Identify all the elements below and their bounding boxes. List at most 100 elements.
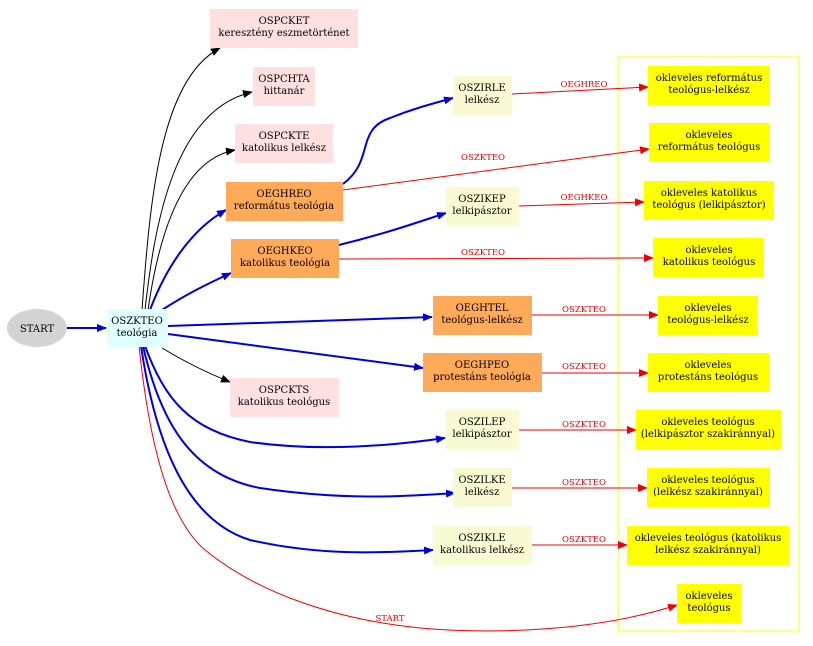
edge-label-oszikep-y3: OEGHKEO: [561, 193, 608, 203]
node-target-10-line1: okleveles: [685, 591, 732, 602]
edge-label-oeghreo-y2: OSZKTEO: [461, 153, 505, 163]
node-target-2-line1: okleveles: [685, 130, 732, 141]
node-start[interactable]: START: [7, 309, 67, 347]
node-target-5-line2: teológus-lelkész: [667, 315, 748, 326]
edge-oszkteo-ospchta: [144, 90, 253, 311]
node-target-7[interactable]: okleveles teológus(lelkipásztor szakirán…: [636, 410, 781, 449]
edge-oszirle-y1: [511, 83, 649, 95]
node-ospcket-title: keresztény eszmetörténet: [218, 28, 349, 39]
edge-label-oszilke-y8: OSZKTEO: [562, 478, 606, 488]
node-oszkteo-code: OSZKTEO: [111, 316, 163, 327]
edge-label-oeghpeo-y6: OSZKTEO: [562, 362, 606, 372]
node-target-6-line2: protestáns teológus: [658, 372, 758, 383]
node-oeghtel-title: teológus-lelkész: [441, 315, 522, 326]
node-oszilep-title: lelkipásztor: [452, 429, 511, 440]
node-oeghreo-title: református teológia: [234, 201, 334, 212]
node-oszikle-code: OSZIKLE: [458, 533, 505, 544]
edge-oeghreo-oszirle: [342, 96, 454, 185]
edge-start-y10: [138, 345, 678, 632]
node-ospckts-title: katolikus teológus: [238, 397, 330, 408]
node-target-2-line2: református teológus: [658, 142, 761, 153]
node-oszirle-code: OSZIRLE: [458, 83, 505, 94]
target-cluster: [617, 56, 800, 632]
node-target-8[interactable]: okleveles teológus(lelkész szakiránnyal): [647, 468, 770, 507]
edge-oszkteo-oeghreo: [149, 209, 227, 311]
edge-oszkteo-ospckte: [147, 147, 236, 311]
node-target-8-line2: (lelkész szakiránnyal): [653, 487, 763, 498]
node-ospchta-code: OSPCHTA: [258, 74, 310, 85]
edge-oszkteo-oeghkeo: [161, 272, 232, 311]
node-target-10-line2: teológus: [687, 603, 730, 614]
node-oszilke-code: OSZILKE: [458, 475, 505, 486]
node-oeghreo-code: OEGHREO: [256, 189, 311, 200]
node-target-7-line1: okleveles teológus: [661, 417, 754, 428]
node-target-9-line2: lelkész szakiránnyal): [655, 545, 761, 556]
node-target-4-line1: okleveles: [685, 245, 732, 256]
node-oeghkeo-code: OEGHKEO: [257, 246, 312, 257]
node-ospckte-code: OSPCKTE: [259, 131, 310, 142]
edge-label-oszirle-y1: OEGHREO: [561, 80, 608, 90]
node-target-4-line2: katolikus teológus: [663, 257, 755, 268]
node-ospcket-code: OSPCKET: [259, 16, 310, 27]
edge-label-oszikle-y9: OSZKTEO: [562, 535, 606, 545]
node-oszikep-code: OSZIKEP: [458, 194, 506, 205]
edge-label-oeghkeo-y4: OSZKTEO: [461, 248, 505, 258]
node-oeghtel-code: OEGHTEL: [456, 303, 509, 314]
edge-oszkteo-oszikle: [140, 345, 434, 555]
edge-oeghreo-y2: [342, 146, 650, 191]
node-target-3-line1: okleveles katolikus: [661, 188, 757, 199]
node-oeghpeo-title: protestáns teológia: [433, 372, 531, 383]
node-ospckts-code: OSPCKTS: [259, 385, 310, 396]
svg-text:okleveles teológus(lelkész sza: okleveles teológus(lelkész szakiránnyal): [653, 475, 763, 498]
edge-oszikep-y3: [518, 198, 645, 207]
node-oszikle-title: katolikus lelkész: [440, 545, 524, 556]
node-oszirle-title: lelkész: [465, 95, 500, 106]
edge-oeghkeo-y4: [338, 254, 654, 263]
node-target-1-line1: okleveles református: [656, 73, 762, 84]
edge-oszkteo-oeghpeo: [167, 333, 424, 371]
edge-oszkteo-oszilep: [144, 345, 446, 449]
node-target-1-line2: teológus-lelkész: [668, 85, 749, 96]
